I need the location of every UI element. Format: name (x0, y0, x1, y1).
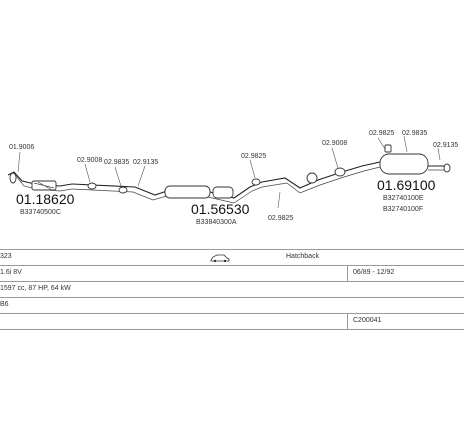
oe-number-label: B32740100F (383, 206, 423, 213)
exhaust-system-diagram: 01.18620 B33740500C 01.56530 B33840300A … (7, 130, 458, 226)
years-value: 06/89 - 12/92 (353, 269, 395, 276)
oe-number-label: B33840300A (196, 219, 237, 226)
oe-number-label: B33740500C (20, 209, 61, 216)
small-part-label: 01.9006 (9, 144, 34, 151)
small-part-label: 02.9825 (369, 130, 394, 137)
car-icon (210, 254, 230, 262)
rear-silencer (377, 135, 451, 175)
spec-row-specs: 1597 cc, 87 HP, 64 kW (0, 281, 464, 297)
small-part-label: 02.9825 (241, 153, 266, 160)
small-part-label: 02.9135 (433, 142, 458, 149)
body-type-value: Hatchback (286, 253, 320, 260)
model-value: 323 (0, 253, 12, 260)
spec-row-ref: C200041 (0, 313, 464, 329)
oe-number-label: B32740100E (383, 195, 424, 202)
part-number-label: 01.56530 (191, 201, 250, 217)
small-part-label: 02.9008 (322, 140, 347, 147)
engine-code-value: B6 (0, 301, 9, 308)
spec-row-model: 323 Hatchback (0, 249, 464, 265)
small-part-label: 02.9008 (77, 157, 102, 164)
engine-specs-value: 1597 cc, 87 HP, 64 kW (0, 285, 71, 292)
small-part-label: 02.9835 (402, 130, 427, 137)
engine-value: 1.6i 8V (0, 269, 22, 276)
part-number-label: 01.18620 (16, 191, 75, 207)
small-part-label: 02.9135 (133, 159, 158, 166)
small-part-label: 02.9835 (104, 159, 129, 166)
rear-pipe (249, 147, 381, 209)
small-part-label: 02.9825 (268, 215, 293, 222)
front-pipe (7, 151, 73, 192)
spec-row-engine: 1.6i 8V 06/89 - 12/92 (0, 265, 464, 281)
intermediate-pipe (71, 163, 263, 204)
spec-row-code: B6 (0, 297, 464, 313)
part-number-label: 01.69100 (377, 177, 436, 193)
reference-value: C200041 (353, 317, 382, 324)
